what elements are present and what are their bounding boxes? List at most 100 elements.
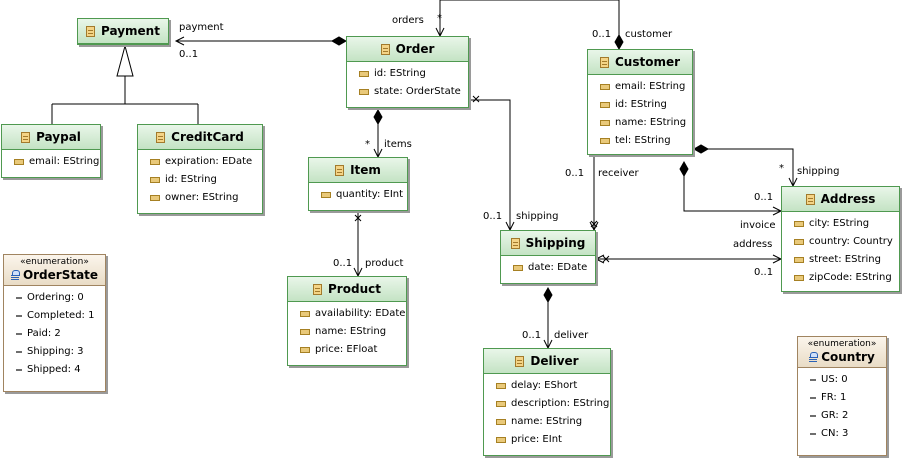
attribute-row: name: EString bbox=[288, 323, 406, 341]
class-icon bbox=[313, 283, 323, 295]
attribute-row: id: EString bbox=[347, 65, 468, 83]
edge-label-product: product bbox=[365, 258, 404, 269]
attribute-icon bbox=[794, 239, 804, 245]
attribute-icon bbox=[794, 275, 804, 281]
attribute-row: zipCode: EString bbox=[782, 269, 899, 287]
attribute-row: id: EString bbox=[138, 171, 262, 189]
edge-label-address: address bbox=[733, 239, 773, 250]
class-name: CreditCard bbox=[171, 130, 244, 144]
attribute-row: quantity: EInt bbox=[309, 186, 407, 204]
attribute-icon bbox=[794, 257, 804, 263]
edge-label-payment-mult: 0..1 bbox=[179, 49, 199, 60]
item-x-marker bbox=[354, 214, 362, 222]
attribute-row: description: EString bbox=[484, 395, 610, 413]
composition-diamond-customer-address bbox=[692, 144, 710, 154]
class-header: Customer bbox=[588, 50, 692, 75]
enum-literal: Shipped: 4 bbox=[4, 361, 105, 379]
enum-orderstate[interactable]: «enumeration» OrderState Ordering: 0 Com… bbox=[3, 254, 106, 392]
class-order[interactable]: Order id: EString state: OrderState bbox=[346, 36, 469, 108]
customer-address-shipping-edge bbox=[708, 148, 794, 186]
attribute-icon bbox=[513, 265, 523, 271]
class-customer[interactable]: Customer email: EString id: EString name… bbox=[587, 49, 693, 155]
class-icon bbox=[156, 131, 166, 143]
edge-label-deliver: deliver bbox=[554, 330, 589, 341]
class-header: Order bbox=[347, 37, 468, 62]
composition-diamond-customer bbox=[614, 33, 624, 51]
class-deliver[interactable]: Deliver delay: EShort description: EStri… bbox=[483, 348, 611, 456]
enumeration-icon bbox=[809, 352, 819, 362]
enum-literal: CN: 3 bbox=[798, 425, 886, 443]
class-name: Shipping bbox=[525, 236, 586, 250]
class-header: Deliver bbox=[484, 349, 610, 374]
attribute-row: country: Country bbox=[782, 233, 899, 251]
edge-label-shipping-mult: * bbox=[779, 163, 784, 174]
class-icon bbox=[86, 25, 96, 37]
class-icon bbox=[335, 164, 345, 176]
edge-label-receiver: receiver bbox=[598, 168, 639, 179]
attribute-row: state: OrderState bbox=[347, 83, 468, 101]
attribute-row: email: EString bbox=[2, 153, 100, 171]
class-name: Customer bbox=[614, 55, 681, 69]
class-item[interactable]: Item quantity: EInt bbox=[308, 157, 408, 211]
class-address[interactable]: Address city: EString country: Country s… bbox=[781, 186, 900, 292]
enum-stereotype: «enumeration» bbox=[20, 257, 89, 267]
edge-label-orders-mult: * bbox=[437, 13, 442, 24]
shipping-x-marker-2 bbox=[602, 255, 610, 263]
edge-label-shipping: shipping bbox=[797, 166, 840, 177]
attribute-row: date: EDate bbox=[501, 259, 595, 277]
customer-address-invoice-edge bbox=[683, 176, 781, 212]
attribute-icon bbox=[321, 192, 331, 198]
literal-icon bbox=[810, 415, 816, 417]
composition-diamond-customer-invoice bbox=[679, 160, 689, 178]
class-shipping[interactable]: Shipping date: EDate bbox=[500, 230, 596, 284]
attribute-row: owner: EString bbox=[138, 189, 262, 207]
shipping-end-arrow-2 bbox=[594, 254, 605, 264]
edge-label-payment: payment bbox=[179, 22, 224, 33]
edge-label-deliver-mult: 0..1 bbox=[522, 330, 542, 341]
attribute-row: name: EString bbox=[588, 114, 692, 132]
shipping-x-marker bbox=[590, 220, 598, 228]
class-payment[interactable]: Payment bbox=[77, 18, 169, 45]
enum-header: «enumeration» OrderState bbox=[4, 255, 105, 286]
class-icon bbox=[805, 193, 815, 205]
attribute-icon bbox=[14, 159, 24, 165]
class-header: Payment bbox=[78, 19, 168, 44]
attribute-icon bbox=[600, 84, 610, 90]
edge-label-invoice-mult: 0..1 bbox=[754, 192, 774, 203]
class-icon bbox=[21, 131, 31, 143]
attribute-row: price: EInt bbox=[484, 431, 610, 449]
class-header: Address bbox=[782, 187, 899, 212]
enum-literal: Completed: 1 bbox=[4, 307, 105, 325]
attribute-row: city: EString bbox=[782, 215, 899, 233]
literal-icon bbox=[16, 297, 22, 299]
literal-icon bbox=[16, 315, 22, 317]
enum-name: OrderState bbox=[22, 268, 99, 282]
attribute-row: delay: EShort bbox=[484, 377, 610, 395]
class-name: Item bbox=[350, 163, 381, 177]
attribute-row: email: EString bbox=[588, 78, 692, 96]
class-header: Shipping bbox=[501, 231, 595, 256]
order-shipping-edge bbox=[469, 99, 511, 230]
class-name: Paypal bbox=[36, 130, 81, 144]
enum-country[interactable]: «enumeration» Country US: 0 FR: 1 GR: 2 … bbox=[797, 336, 887, 456]
attribute-row: tel: EString bbox=[588, 132, 692, 150]
class-creditcard[interactable]: CreditCard expiration: EDate id: EString… bbox=[137, 124, 263, 214]
attribute-icon bbox=[600, 102, 610, 108]
class-product[interactable]: Product availability: EDate name: EStrin… bbox=[287, 276, 407, 366]
edge-label-items-mult: * bbox=[365, 139, 370, 150]
edge-label-customer-mult: 0..1 bbox=[592, 29, 612, 40]
enum-literal: US: 0 bbox=[798, 371, 886, 389]
attribute-icon bbox=[359, 71, 369, 77]
enum-literal: FR: 1 bbox=[798, 389, 886, 407]
class-icon bbox=[510, 237, 520, 249]
class-name: Payment bbox=[101, 24, 160, 38]
attribute-icon bbox=[496, 419, 506, 425]
enum-stereotype: «enumeration» bbox=[807, 339, 877, 349]
class-header: Item bbox=[309, 158, 407, 183]
attribute-icon bbox=[359, 89, 369, 95]
class-paypal[interactable]: Paypal email: EString bbox=[1, 124, 101, 178]
generalization-triangle bbox=[116, 44, 134, 77]
attribute-row: price: EFloat bbox=[288, 341, 406, 359]
edge-label-address-mult: 0..1 bbox=[754, 267, 774, 278]
enumeration-icon bbox=[10, 270, 20, 280]
